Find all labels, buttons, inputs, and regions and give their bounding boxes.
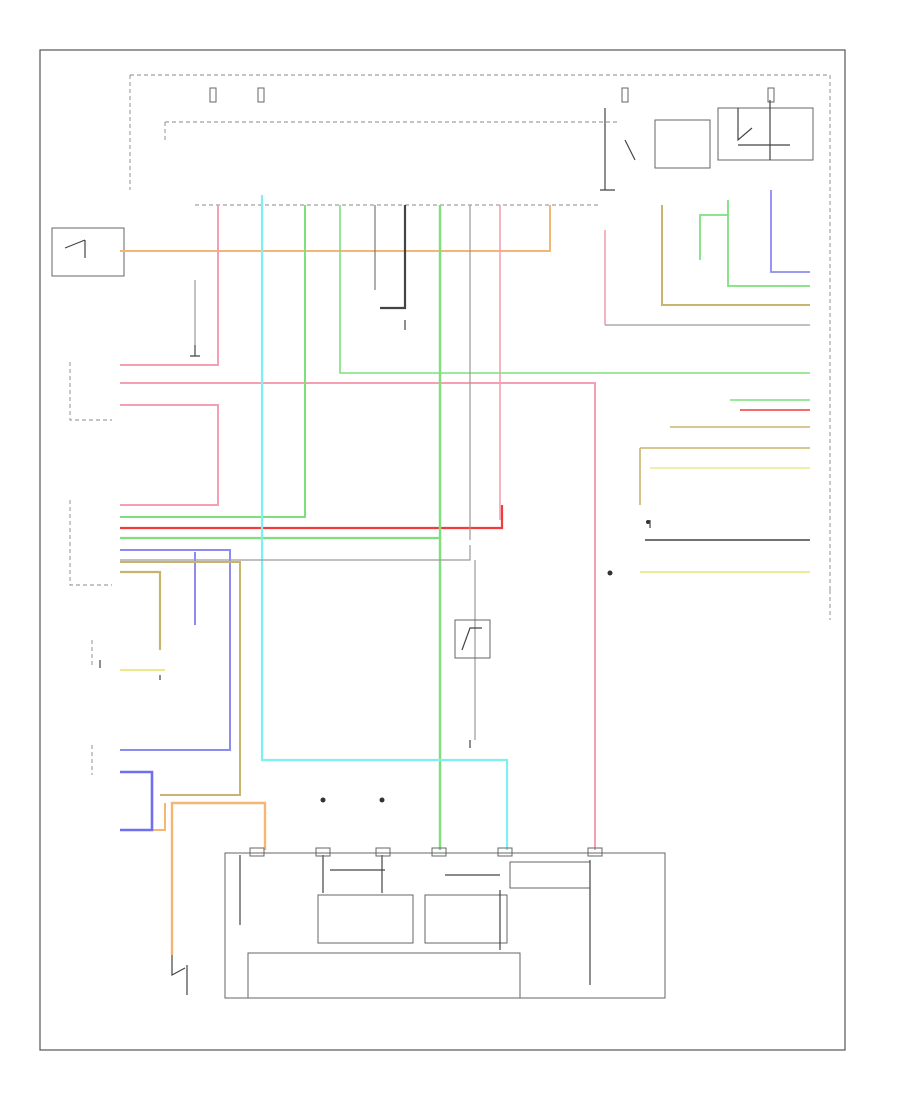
wire-blue-a	[120, 549, 231, 751]
fuse-icon	[621, 87, 629, 103]
wire-dark-a	[380, 205, 407, 310]
wire-cyan-a	[260, 195, 509, 850]
sensor-icon	[99, 520, 651, 748]
relay-box-center	[454, 619, 491, 659]
wire-green-e	[699, 214, 728, 260]
module-section-b	[424, 894, 508, 944]
relay-contact-left	[600, 108, 636, 191]
wire-blue-d	[770, 190, 810, 273]
wire-tan-c	[120, 561, 241, 796]
wire-blue-c	[120, 770, 154, 832]
wire-orange-b	[170, 801, 267, 955]
wire-tan-e	[639, 447, 810, 505]
fuel-pump-switch-icon	[64, 239, 86, 258]
fuse-group-top	[209, 87, 775, 103]
wire-gray-a	[120, 545, 471, 561]
module-section-d	[509, 861, 591, 889]
module-inner-lines	[239, 855, 591, 985]
wire-orange-a	[120, 205, 551, 252]
fuse-icon	[767, 87, 775, 103]
ground-icon	[186, 320, 650, 995]
wire-tan-b	[661, 205, 810, 306]
power-bus-top	[129, 74, 831, 590]
fuse-icon	[257, 87, 265, 103]
bottom-left-switch-icon	[171, 955, 188, 980]
left-connector-a	[69, 362, 112, 421]
wire-pink-b	[120, 382, 596, 850]
module-section-c	[247, 952, 521, 999]
diagram-frame	[39, 49, 846, 1051]
relay-box-right	[717, 107, 814, 161]
module-section-a	[317, 894, 414, 944]
relay-box-left	[654, 119, 711, 169]
fuel-pump-box	[51, 227, 125, 277]
relay-contact-right	[737, 100, 790, 160]
wire-pink-a	[120, 205, 219, 366]
connector-pins-module	[249, 847, 603, 857]
wire-green-a	[120, 205, 306, 518]
wire-tan-a	[120, 570, 162, 650]
ground-bus-top	[164, 121, 620, 140]
fuse-icon	[209, 87, 217, 103]
wire-orange-c	[150, 803, 166, 831]
relay-switch-icon	[461, 627, 482, 651]
wire-pink-c	[120, 404, 219, 506]
wire-green-b	[339, 205, 810, 374]
wire-red-a	[120, 505, 504, 530]
wire-green-f	[727, 200, 810, 287]
left-connector-b	[69, 500, 112, 586]
